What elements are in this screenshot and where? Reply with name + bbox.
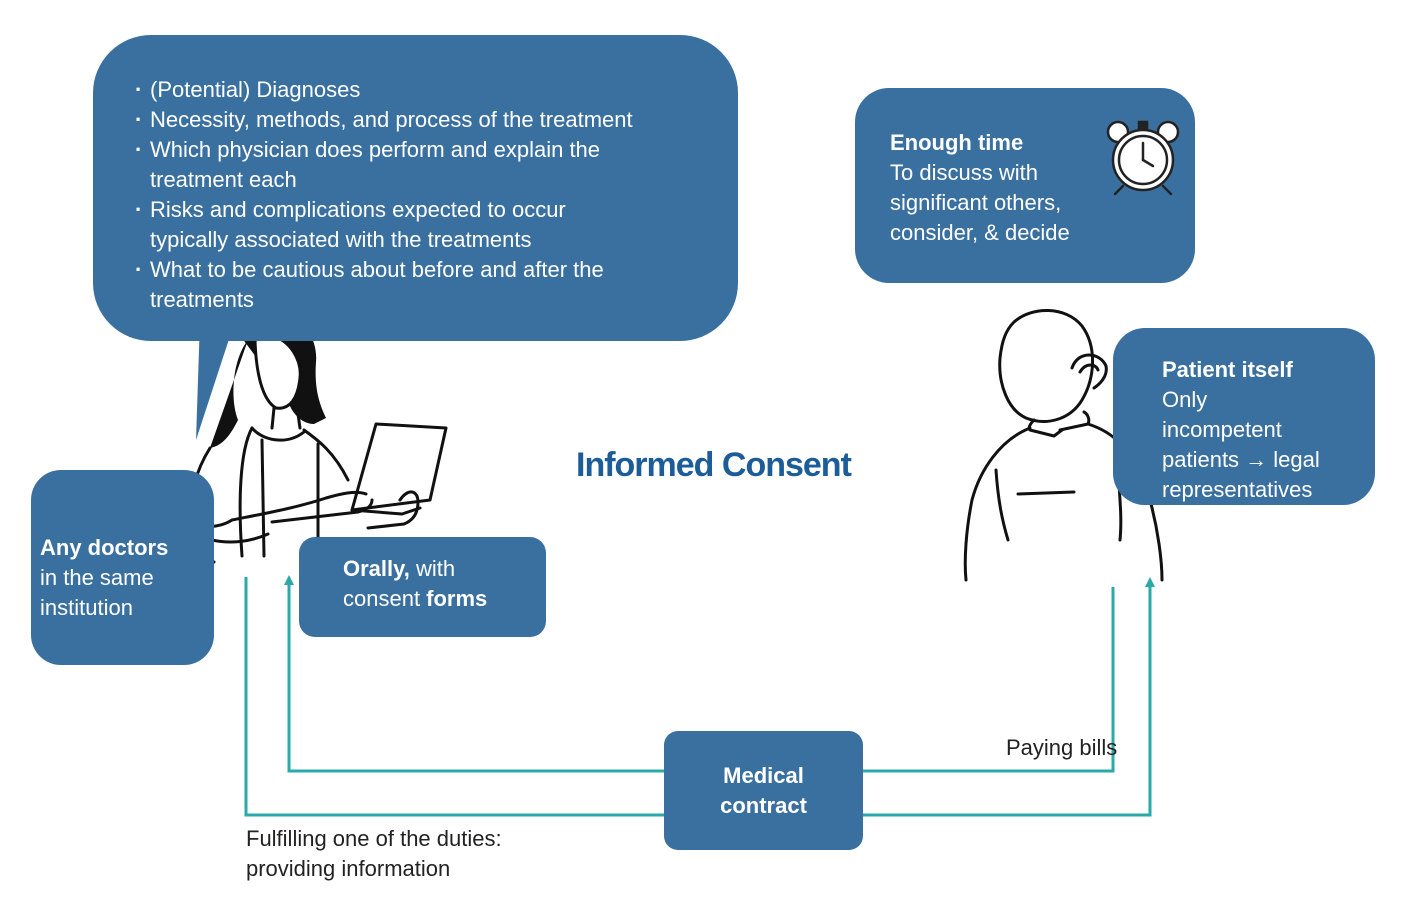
paying-bills-label: Paying bills xyxy=(1006,735,1118,760)
list-item: (Potential) Diagnoses xyxy=(135,75,708,105)
list-item: Risks and complications expected to occu… xyxy=(135,195,650,255)
consent-text: consent xyxy=(343,586,427,611)
medical-contract-box: Medical contract xyxy=(664,731,863,850)
medical-contract-line1: Medical xyxy=(723,763,804,788)
arrow-contract-to-patient-outer xyxy=(863,577,1155,817)
orally-box: Orally, with consent forms xyxy=(299,537,546,637)
list-item: What to be cautious about before and aft… xyxy=(135,255,708,315)
any-doctors-text: in the same institution xyxy=(40,565,154,620)
orally-bold: Orally, xyxy=(343,556,410,581)
forms-bold: forms xyxy=(426,586,488,611)
diagram-title: Informed Consent xyxy=(576,446,852,484)
medical-contract-line2: contract xyxy=(720,793,807,818)
arrow-contract-to-doctor-outer xyxy=(244,577,664,817)
fulfilling-duties-label: Fulfilling one of the duties: providing … xyxy=(246,824,502,884)
speech-bubble-tail xyxy=(196,320,232,440)
patient-itself-text: Only incompetent patients → legal repres… xyxy=(1162,387,1320,502)
list-item: Necessity, methods, and process of the t… xyxy=(135,105,708,135)
enough-time-heading: Enough time xyxy=(890,130,1024,155)
doctor-figure xyxy=(188,309,448,564)
any-doctors-heading: Any doctors xyxy=(40,535,169,560)
patient-itself-box: Patient itself Only incompetent patients… xyxy=(1113,328,1375,505)
enough-time-text: To discuss with significant others, cons… xyxy=(890,160,1070,245)
list-item: Which physician does perform and explain… xyxy=(135,135,695,195)
fulfilling-line1: Fulfilling one of the duties: xyxy=(246,826,502,851)
information-speech-bubble: (Potential) Diagnoses Necessity, methods… xyxy=(93,35,738,341)
orally-text: with xyxy=(409,556,456,581)
fulfilling-line2: providing information xyxy=(246,856,451,881)
arrow-contract-to-patient-inner xyxy=(863,587,1115,773)
information-list: (Potential) Diagnoses Necessity, methods… xyxy=(135,75,708,315)
alarm-clock-icon xyxy=(1106,120,1180,196)
patient-itself-heading: Patient itself xyxy=(1162,357,1293,382)
any-doctors-box: Any doctors in the same institution xyxy=(31,470,214,665)
arrow-contract-to-doctor-inner xyxy=(284,575,664,773)
